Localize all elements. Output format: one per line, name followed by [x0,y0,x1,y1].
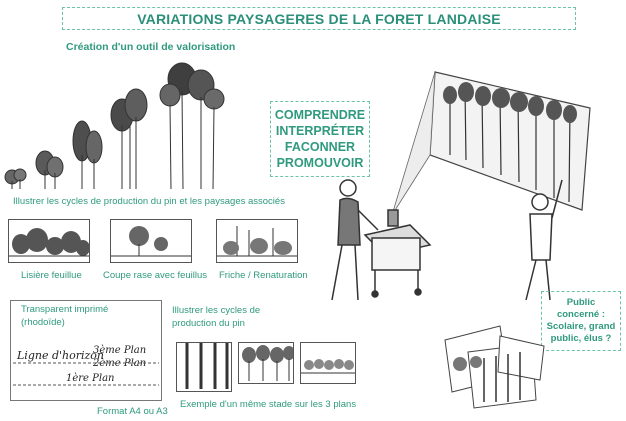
cycles-plan-line2: production du pin [172,318,245,329]
verb-comprendre: COMPRENDRE [274,108,366,122]
handwriting-plan1: 1ère Plan [66,373,115,384]
pine-growth-illustration [4,62,225,190]
scattered-cards-illustration [444,325,545,409]
landscape-label-coupe-rase: Coupe rase avec feuillus [103,270,208,281]
landscape-thumb-coupe-rase [110,219,192,263]
plan-thumb-3 [300,342,356,384]
person-viewer [525,179,563,301]
pine-stage-5 [159,62,225,190]
main-title: VARIATIONS PAYSAGERES DE LA FORET LANDAI… [137,10,501,27]
pine-stage-3 [72,120,103,189]
landscape-label-friche: Friche / Renaturation [219,270,308,281]
landscape-label-lisiere: Lisière feuillue [21,270,82,281]
transparent-sheet: Transparent imprimé (rhodoïde) Ligne d'h… [10,300,162,401]
handwriting-plan3: 3ème Plan [93,345,147,356]
cycles-plan-caption: Exemple d'un même stade sur les 3 plans [180,399,357,410]
objectives-box: COMPRENDRE INTERPRÉTER FACONNER PROMOUVO… [270,101,370,177]
transparent-subtitle: (rhodoïde) [21,317,65,328]
public-line2: concerné : [556,309,606,320]
projection-scene-illustration [331,71,591,301]
person-presenter [331,179,379,301]
plan-thumb-1 [176,342,232,392]
public-box: Public concerné : Scolaire, grand public… [541,291,621,351]
public-line3: Scolaire, grand [546,321,616,332]
transparent-title: Transparent imprimé [21,304,109,315]
projector-cart [363,209,432,298]
cycles-caption: Illustrer les cycles de production du pi… [13,196,285,207]
handwriting-horizon: Ligne d'horizon [17,349,105,362]
landscape-thumb-friche [216,219,298,263]
subtitle: Création d'un outil de valorisation [66,41,236,53]
verb-promouvoir: PROMOUVOIR [276,156,364,170]
pine-stage-1 [4,168,27,189]
plan-thumb-2 [238,342,294,384]
format-label: Format A4 ou A3 [97,406,168,417]
public-line4: public, élus ? [550,333,612,344]
pine-stage-2 [35,150,64,189]
verb-interpreter: INTERPRÉTER [275,124,365,138]
landscape-thumb-lisiere [8,219,90,263]
public-line1: Public [566,297,596,308]
verb-faconner: FACONNER [284,140,356,154]
pine-stage-4 [110,88,148,189]
main-title-box: VARIATIONS PAYSAGERES DE LA FORET LANDAI… [62,7,576,30]
cycles-plan-line1: Illustrer les cycles de [172,305,261,316]
